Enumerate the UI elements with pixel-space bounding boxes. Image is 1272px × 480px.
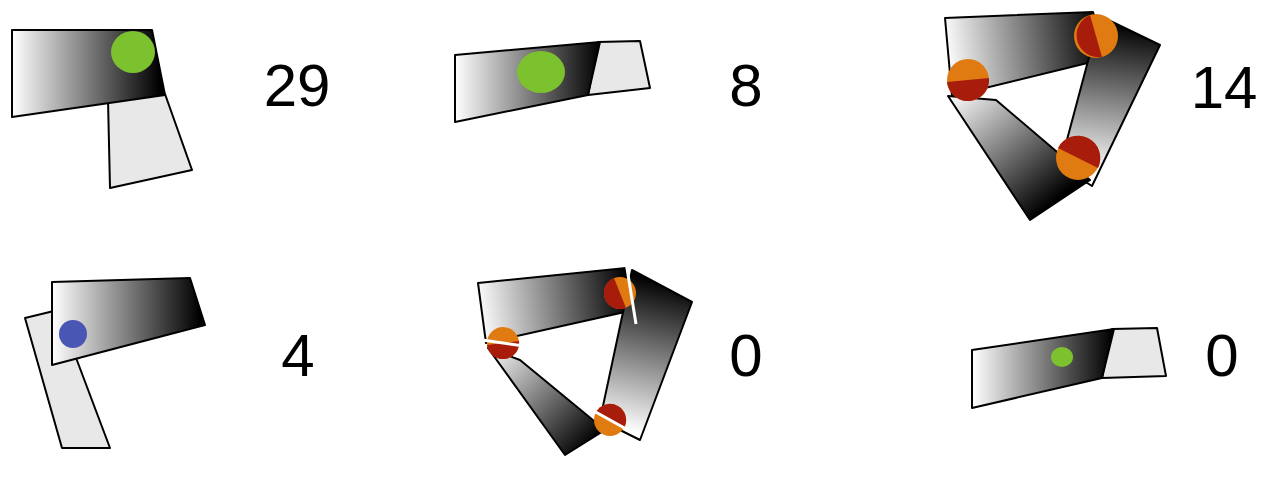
callout-number: 29	[264, 56, 331, 116]
callout-number: 0	[729, 326, 762, 386]
gradient-block	[972, 329, 1114, 408]
gradient-block	[52, 278, 205, 365]
blue-spot	[59, 320, 87, 348]
callout-number: 0	[1205, 326, 1238, 386]
gradient-block	[455, 42, 600, 122]
joints	[482, 262, 636, 436]
light-block	[108, 94, 192, 188]
callout-number: 4	[281, 326, 314, 386]
green-spot	[517, 51, 565, 93]
joints	[947, 14, 1118, 180]
callout-number: 14	[1191, 58, 1258, 118]
callout-number: 8	[729, 56, 762, 116]
gradient-block	[12, 30, 165, 117]
green-spot	[1051, 347, 1073, 367]
gradient-bar	[488, 348, 605, 455]
green-spot	[111, 31, 155, 73]
